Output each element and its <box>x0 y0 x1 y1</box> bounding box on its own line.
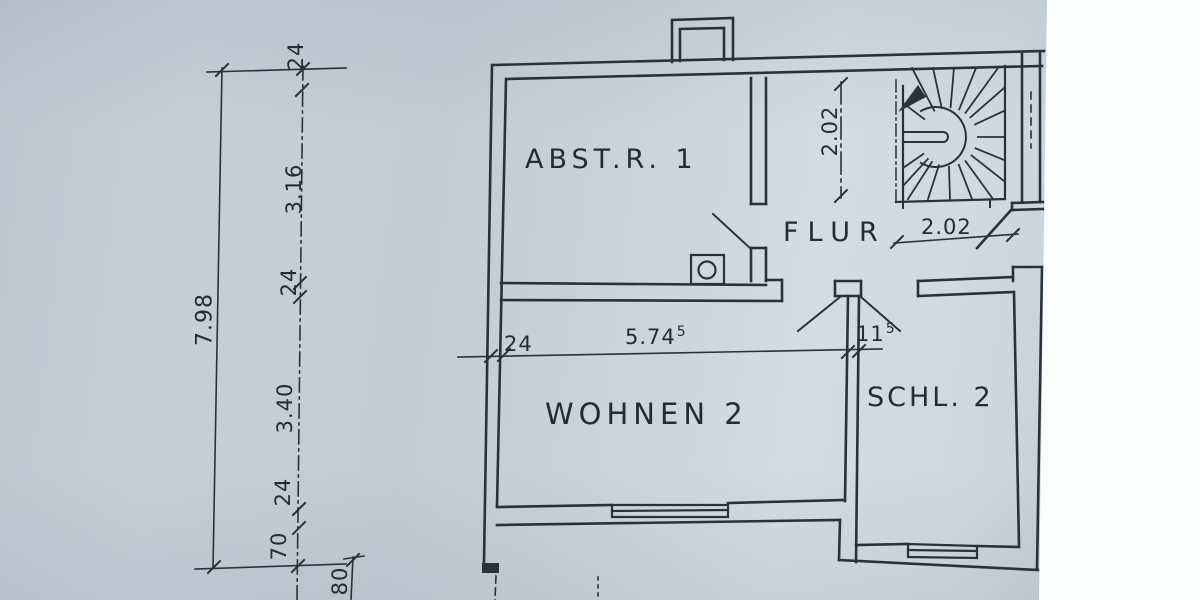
dim-label-chain-316: 3.16 <box>282 163 306 215</box>
stair-direction-arrow <box>898 85 926 112</box>
angled-wall <box>975 207 1014 250</box>
dim-line-total <box>212 67 223 569</box>
door-leaf-wohnen <box>796 295 842 333</box>
dim-label-pier: 115 <box>856 321 895 346</box>
dim-label-wohnen-width: 5.745 <box>625 324 686 349</box>
dim-value: 5.74 <box>625 325 676 349</box>
chimney-outline <box>670 16 735 64</box>
window-wohnen <box>610 503 730 519</box>
room-label-wohnen: WOHNEN 2 <box>545 397 748 431</box>
room-label-flur: FLUR <box>783 217 887 248</box>
dim-label-total-height: 7.98 <box>192 293 218 346</box>
dim-label-stair-width: 2.02 <box>921 215 972 239</box>
dim-label-flur-depth: 2.02 <box>818 105 842 157</box>
room-label-abstellraum: ABST.R. 1 <box>525 144 698 175</box>
dim-value: 11 <box>856 322 885 346</box>
dim-label-bottom-80: 80 <box>328 566 352 596</box>
door-leaf-schlaf <box>859 295 902 333</box>
dim-label-chain-70: 70 <box>267 531 291 561</box>
exterior-walls <box>482 16 1046 573</box>
dim-label-wall-24: 24 <box>504 332 533 356</box>
dim-label-chain-24a: 24 <box>284 41 308 71</box>
dim-line-chain <box>296 65 304 600</box>
stair-newel-slot <box>902 131 949 143</box>
dimension-lines <box>194 61 1021 600</box>
staircase <box>894 64 1007 209</box>
room-label-schlaf: SCHL. 2 <box>867 382 994 413</box>
window-schlaf <box>906 542 979 560</box>
dim-ticks <box>206 61 311 575</box>
dim-superscript: 5 <box>885 321 895 337</box>
dim-label-chain-340: 3.40 <box>273 382 297 434</box>
dim-label-chain-24c: 24 <box>271 477 295 507</box>
stair-winder-curve <box>919 106 967 168</box>
dim-label-chain-24b: 24 <box>277 267 301 297</box>
door-swings <box>711 212 902 333</box>
wall-end-cap <box>482 563 499 573</box>
hidden-lines <box>494 575 599 600</box>
dim-superscript: 5 <box>676 324 686 340</box>
door-leaf-abstellraum <box>711 212 753 251</box>
flue-symbol <box>689 253 726 286</box>
